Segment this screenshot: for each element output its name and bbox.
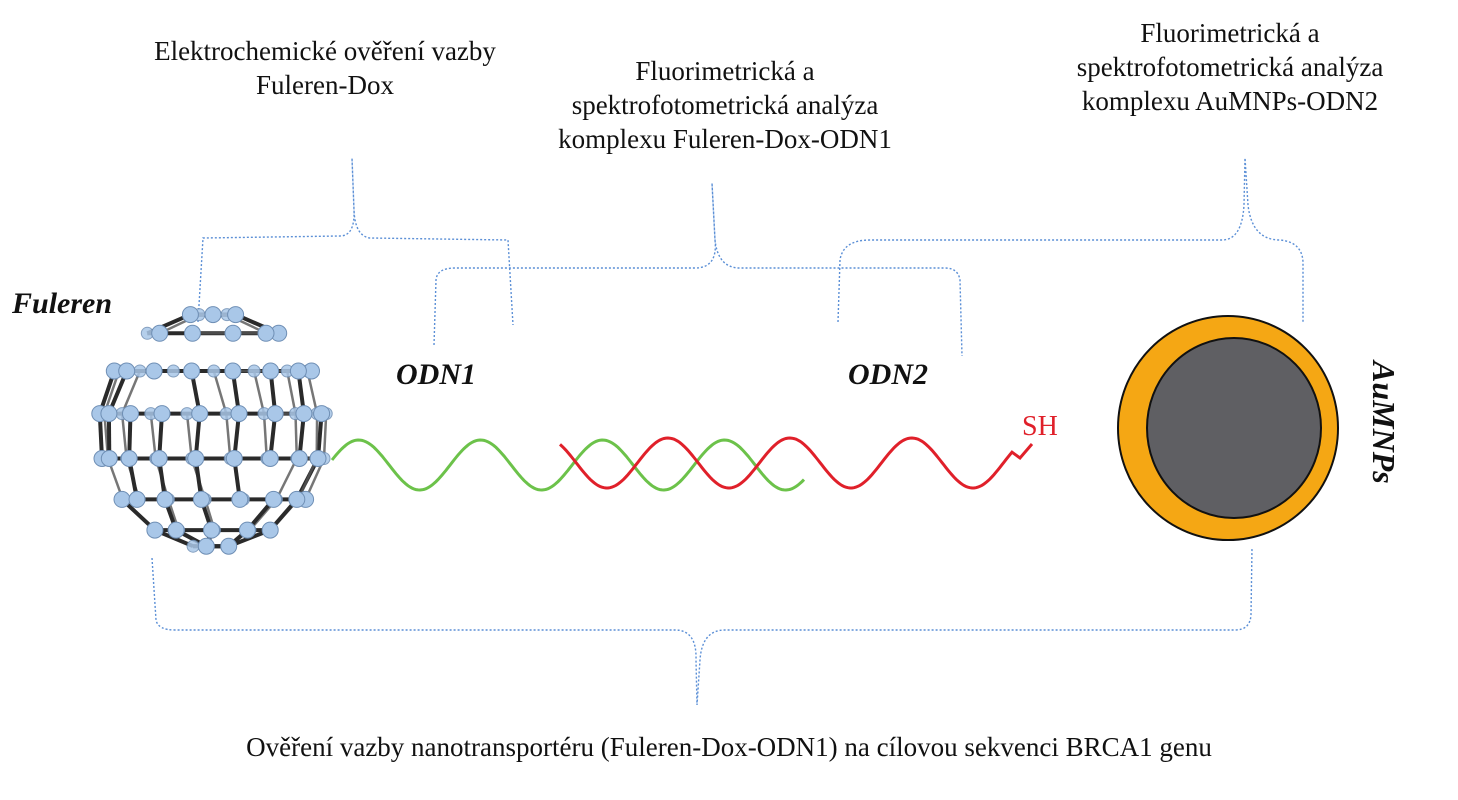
fullerene-atom <box>295 405 313 423</box>
fullerene-atom <box>261 521 279 539</box>
annotation-fluor-fuleren-line1: Fluorimetrická a <box>635 56 815 86</box>
fullerene-atom <box>289 362 307 380</box>
fullerene-atom <box>309 450 327 467</box>
label-sh: SH <box>1022 411 1058 442</box>
fullerene-atom <box>238 521 256 539</box>
fullerene-atom <box>150 450 168 467</box>
fullerene-atom <box>197 537 215 555</box>
fullerene-atom <box>167 521 185 539</box>
fullerene-atom <box>153 405 171 423</box>
fullerene-atom <box>262 362 280 380</box>
fullerene-atom <box>207 364 221 378</box>
fullerene-atom <box>230 405 248 423</box>
bracket-electrochem <box>197 157 514 326</box>
annotation-fluor-aumnps-line3: komplexu AuMNPs-ODN2 <box>1081 86 1379 116</box>
annotation-fluor-fuleren: Fluorimetrická a spektrofotometrická ana… <box>500 54 950 156</box>
fullerene-bond <box>185 413 193 459</box>
label-odn1: ODN1 <box>396 358 476 391</box>
annotation-electrochem-line1: Elektrochemické ověření vazby <box>154 36 496 66</box>
annotation-fluor-fuleren-line2: spektrofotometrická analýza <box>571 90 879 120</box>
fullerene-molecule <box>91 306 333 555</box>
fullerene-atom <box>100 405 118 423</box>
fullerene-bond <box>252 370 266 414</box>
label-aumnps: AuMNPs <box>1366 361 1402 484</box>
brackets <box>151 157 1304 706</box>
label-odn2: ODN2 <box>848 358 928 391</box>
fullerene-atom <box>224 362 242 380</box>
fullerene-atom <box>266 405 284 423</box>
fullerene-atom <box>133 364 147 378</box>
annotation-fluor-aumnps-line2: spektrofotometrická analýza <box>1076 52 1384 82</box>
fullerene-atom <box>191 405 209 423</box>
fullerene-bonds <box>97 312 328 549</box>
label-fullerene: Fuleren <box>12 287 113 320</box>
fullerene-bond <box>120 370 142 415</box>
fullerene-atom <box>156 490 174 508</box>
fullerene-atom <box>118 362 136 380</box>
fullerene-atom <box>225 450 243 467</box>
aumnps-particle <box>1117 315 1339 541</box>
fullerene-bond <box>149 413 157 459</box>
fullerene-atom <box>224 324 242 342</box>
particle-core <box>1146 337 1322 519</box>
odn1-strand <box>330 438 806 492</box>
fullerene-atom <box>186 539 200 553</box>
fullerene-atom <box>122 405 139 423</box>
fullerene-atom <box>166 364 180 378</box>
fullerene-atom <box>261 450 279 467</box>
fullerene-atom <box>247 364 261 378</box>
fullerene-atom <box>120 450 138 467</box>
fullerene-atom <box>113 490 131 508</box>
odn2-strand <box>558 436 1034 490</box>
bracket-bottom <box>151 547 1253 706</box>
fullerene-bond <box>212 370 228 414</box>
fullerene-atom <box>227 306 245 324</box>
fullerene-atom <box>313 405 331 423</box>
fullerene-atoms <box>91 306 333 555</box>
fullerene-bond <box>285 370 297 414</box>
fullerene-atom <box>265 490 282 508</box>
fullerene-atom <box>288 490 306 508</box>
fullerene-atom <box>231 490 249 508</box>
annotation-electrochem: Elektrochemické ověření vazby Fuleren-Do… <box>100 34 550 102</box>
fullerene-bond <box>322 413 328 459</box>
fullerene-atom <box>187 450 205 467</box>
fullerene-atom <box>183 362 201 380</box>
annotation-bottom: Ověření vazby nanotransportéru (Fuleren-… <box>246 732 1212 762</box>
fullerene-atom <box>257 324 275 342</box>
fullerene-atom <box>290 450 308 467</box>
annotation-fluor-aumnps: Fluorimetrická a spektrofotometrická ana… <box>1000 16 1458 118</box>
fullerene-atom <box>192 490 210 508</box>
fullerene-atom <box>100 450 118 467</box>
bracket-fuleren-complex <box>433 182 963 357</box>
fullerene-atom <box>151 324 169 342</box>
fullerene-bond <box>275 457 298 500</box>
fullerene-atom <box>145 362 163 380</box>
fullerene-atom <box>220 537 238 555</box>
bracket-aumnps-complex <box>837 157 1304 323</box>
fullerene-atom <box>146 521 164 539</box>
fullerene-atom <box>184 324 201 342</box>
fullerene-atom <box>128 490 146 508</box>
fullerene-atom <box>181 306 199 324</box>
fullerene-bond <box>225 413 232 459</box>
annotation-electrochem-line2: Fuleren-Dox <box>256 70 394 100</box>
fullerene-atom <box>203 521 220 539</box>
fullerene-atom <box>204 306 222 324</box>
annotation-fluor-aumnps-line1: Fluorimetrická a <box>1140 18 1320 48</box>
annotation-fluor-fuleren-line3: komplexu Fuleren-Dox-ODN1 <box>558 124 892 154</box>
